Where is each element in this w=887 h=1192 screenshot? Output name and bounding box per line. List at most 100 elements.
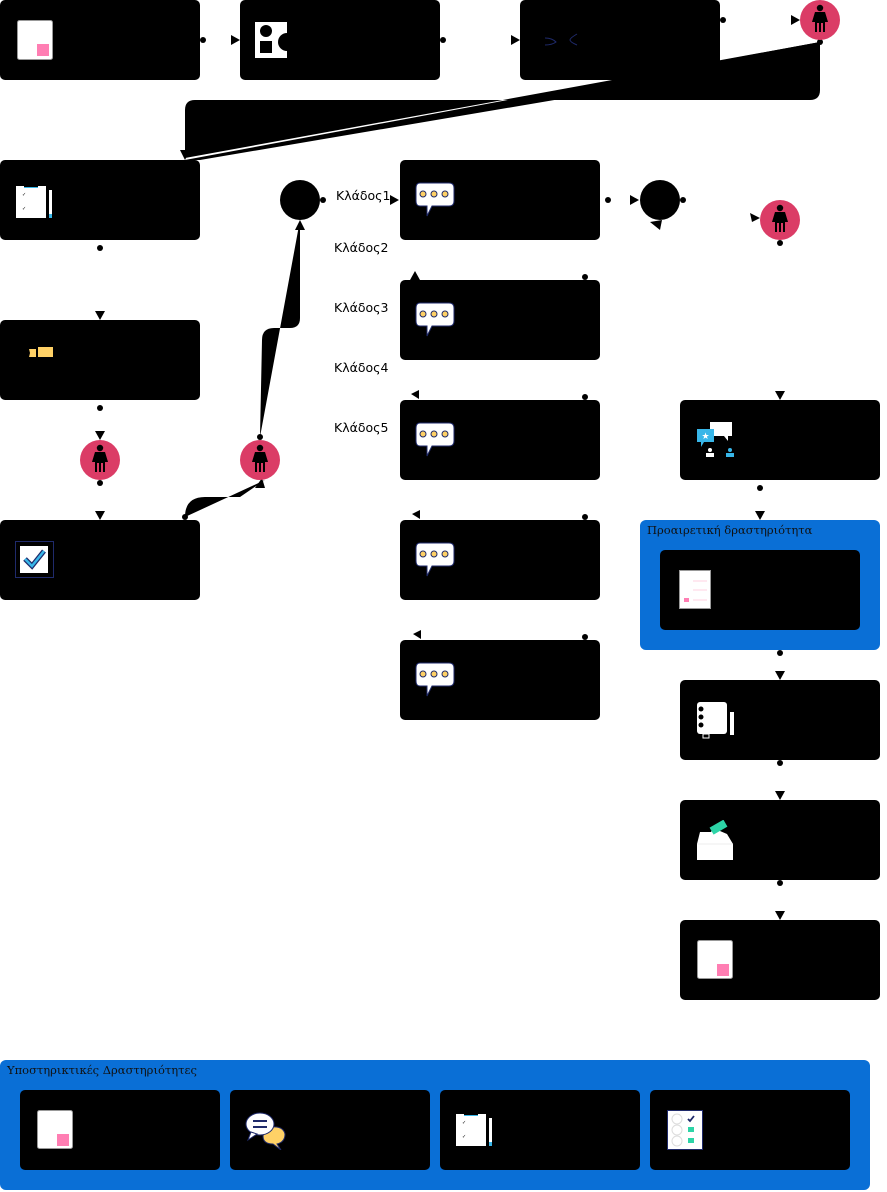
branch-label-5: Κλάδος5 (334, 420, 389, 435)
activity-node-r5[interactable] (680, 920, 880, 1000)
branch-label-2: Κλάδος2 (334, 240, 389, 255)
arrowhead-icon (775, 671, 785, 680)
svg-text:✓: ✓ (22, 206, 26, 212)
arrowhead-icon (410, 271, 420, 280)
arrowhead-icon (295, 220, 305, 230)
branch-node-4[interactable] (400, 520, 605, 605)
merge-gateway[interactable] (640, 180, 680, 220)
activity-node-n5[interactable] (0, 320, 205, 405)
branch-label-4: Κλάδος4 (334, 360, 389, 375)
support-node-s3[interactable]: ✓ ✓ (440, 1090, 640, 1170)
port-dot (777, 240, 783, 246)
port-dot (757, 485, 763, 491)
peer-review-icon: ★ (697, 422, 734, 457)
arrowhead-icon (775, 911, 785, 920)
discussion-icon (245, 1112, 286, 1150)
arrowhead-icon (791, 15, 800, 25)
activity-node-r4[interactable] (680, 800, 880, 880)
arrowhead-icon (95, 431, 105, 440)
ticket-icon (29, 347, 53, 357)
support-node-s2[interactable] (230, 1090, 430, 1170)
arrowhead-icon (390, 195, 399, 205)
activity-node-n2[interactable] (240, 0, 440, 80)
svg-text:✓: ✓ (462, 1120, 466, 1126)
port-dot (720, 17, 726, 23)
arrowhead-icon (775, 391, 785, 400)
shapes-icon (255, 22, 296, 58)
branch-node-5[interactable] (400, 640, 605, 725)
activity-node-n4[interactable]: ✓ ✓ (0, 160, 205, 245)
connector-figure-gateway (260, 220, 300, 437)
port-dot (97, 480, 103, 486)
arrowhead-icon (411, 390, 419, 399)
document-icon (17, 20, 53, 60)
branch-node-2[interactable] (400, 280, 605, 365)
port-dot (320, 197, 326, 203)
arrowhead-icon (511, 35, 520, 45)
person-icon (772, 204, 788, 232)
activity-node-n1[interactable] (0, 0, 200, 80)
svg-text:✓: ✓ (22, 192, 26, 198)
speech-bubble-icon (415, 302, 455, 337)
learner-figure (240, 440, 280, 480)
svg-text:✓: ✓ (462, 1134, 466, 1140)
branch-label-3: Κλάδος3 (334, 300, 389, 315)
activity-node-r2[interactable] (660, 550, 860, 630)
document-icon (37, 1110, 73, 1149)
optional-activity-group: Προαιρετική δραστηριότητα (640, 520, 880, 650)
port-dot (182, 514, 188, 520)
activity-node-n6[interactable] (0, 520, 205, 605)
person-icon (812, 4, 828, 32)
port-dot (582, 634, 588, 640)
branch-gateway[interactable] (280, 180, 320, 220)
arrowhead-icon (775, 791, 785, 800)
branch-label-1: Κλάδος1 (336, 188, 391, 203)
port-dot (605, 197, 611, 203)
port-dot (777, 880, 783, 886)
survey-icon (667, 1110, 703, 1150)
port-dot (257, 434, 263, 440)
support-node-s1[interactable] (20, 1090, 220, 1170)
link-icon (544, 33, 578, 46)
clipboard-icon: ✓ ✓ (16, 184, 52, 218)
support-node-s4[interactable] (650, 1090, 850, 1170)
port-dot (777, 650, 783, 656)
learner-figure (80, 440, 120, 480)
speech-bubble-icon (415, 542, 455, 577)
arrowhead-icon (180, 150, 190, 160)
optional-group-title: Προαιρετική δραστηριότητα (647, 523, 813, 537)
learner-figure (760, 200, 800, 240)
document-icon (697, 940, 733, 979)
arrowhead-icon (95, 311, 105, 320)
port-dot (97, 245, 103, 251)
activity-node-r3[interactable] (680, 680, 880, 760)
support-activities-group: Υποστηρικτικές Δραστηριότητες (0, 1060, 870, 1190)
port-dot (200, 37, 206, 43)
port-dot (582, 274, 588, 280)
arrowhead-icon (231, 35, 240, 45)
port-dot (440, 37, 446, 43)
arrowhead-icon (413, 630, 421, 639)
port-dot (97, 405, 103, 411)
branch-node-1[interactable] (400, 160, 605, 245)
activity-node-r1[interactable]: ★ (680, 400, 885, 485)
branch-node-3[interactable] (400, 400, 605, 485)
arrowhead-icon (412, 510, 420, 519)
arrowhead-icon (255, 478, 265, 488)
clipboard-icon: ✓ ✓ (456, 1112, 492, 1146)
person-icon (252, 444, 268, 472)
arrowhead-icon (630, 195, 639, 205)
arrowhead-icon (650, 220, 662, 230)
port-dot (680, 197, 686, 203)
speech-bubble-icon (415, 422, 455, 457)
connector-n6-figure (185, 480, 265, 517)
checkbox-icon (15, 541, 54, 578)
svg-text:★: ★ (702, 432, 710, 442)
person-icon (92, 444, 108, 472)
notebook-icon (697, 702, 734, 739)
activity-node-n3[interactable] (520, 0, 720, 80)
support-group-title: Υποστηρικτικές Δραστηριότητες (7, 1063, 197, 1077)
learner-figure (800, 0, 840, 40)
arrowhead-icon (750, 213, 760, 222)
